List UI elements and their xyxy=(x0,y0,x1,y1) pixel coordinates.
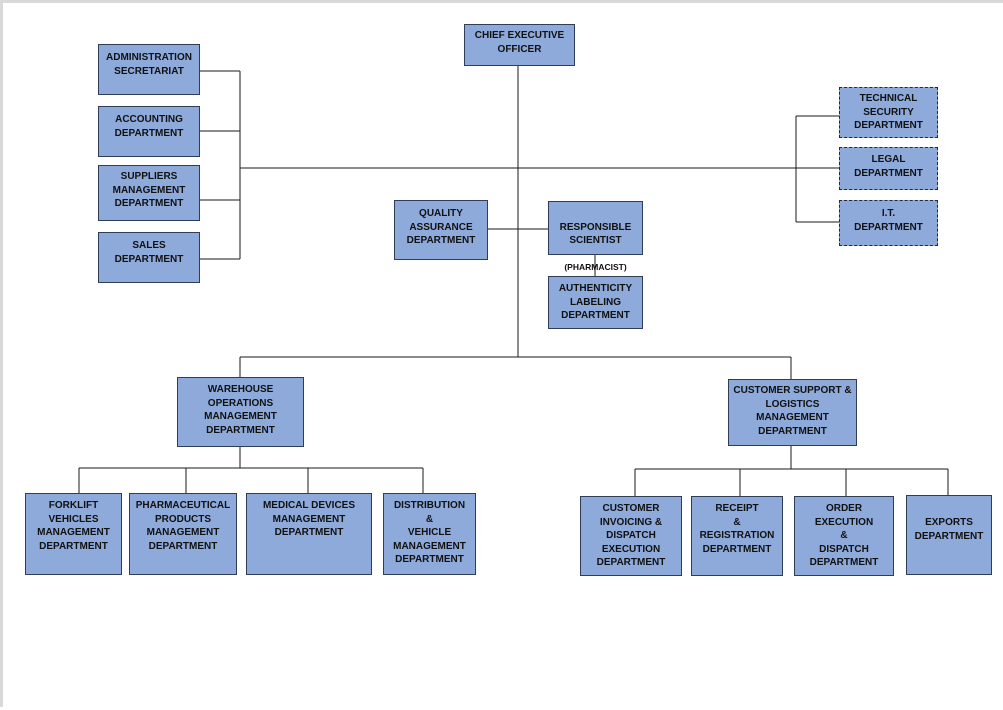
accounting-department-box: ACCOUNTING DEPARTMENT xyxy=(98,106,200,157)
pharmacist-note: (PHARMACIST) xyxy=(564,262,627,272)
quality-assurance-box: QUALITY ASSURANCE DEPARTMENT xyxy=(394,200,488,260)
responsible-scientist-label: RESPONSIBLE SCIENTIST xyxy=(559,221,632,247)
distribution-vehicle-box: DISTRIBUTION & VEHICLE MANAGEMENT DEPART… xyxy=(383,493,476,575)
warehouse-operations-box: WAREHOUSE OPERATIONS MANAGEMENT DEPARTME… xyxy=(177,377,304,447)
suppliers-management-box: SUPPLIERS MANAGEMENT DEPARTMENT xyxy=(98,165,200,221)
responsible-scientist-box: RESPONSIBLE SCIENTIST (PHARMACIST) xyxy=(548,201,643,272)
exports-department-box: EXPORTS DEPARTMENT xyxy=(906,495,992,575)
receipt-registration-box: RECEIPT & REGISTRATION DEPARTMENT xyxy=(691,496,783,576)
sales-department-box: SALES DEPARTMENT xyxy=(98,232,200,283)
customer-invoicing-box: CUSTOMER INVOICING & DISPATCH EXECUTION … xyxy=(580,496,682,576)
it-department-box: I.T. DEPARTMENT xyxy=(839,200,938,246)
authenticity-labeling-box: AUTHENTICITY LABELING DEPARTMENT xyxy=(548,276,643,329)
legal-department-box: LEGAL DEPARTMENT xyxy=(839,147,938,190)
customer-support-logistics-box: CUSTOMER SUPPORT & LOGISTICS MANAGEMENT … xyxy=(728,379,857,446)
ceo-box: CHIEF EXECUTIVE OFFICER xyxy=(464,24,575,66)
administration-secretariat-box: ADMINISTRATION SECRETARIAT xyxy=(98,44,200,95)
connector-lines xyxy=(78,66,949,497)
forklift-vehicles-box: FORKLIFT VEHICLES MANAGEMENT DEPARTMENT xyxy=(25,493,122,575)
order-execution-box: ORDER EXECUTION & DISPATCH DEPARTMENT xyxy=(794,496,894,576)
pharmaceutical-products-box: PHARMACEUTICAL PRODUCTS MANAGEMENT DEPAR… xyxy=(129,493,237,575)
technical-security-box: TECHNICAL SECURITY DEPARTMENT xyxy=(839,87,938,138)
medical-devices-box: MEDICAL DEVICES MANAGEMENT DEPARTMENT xyxy=(246,493,372,575)
